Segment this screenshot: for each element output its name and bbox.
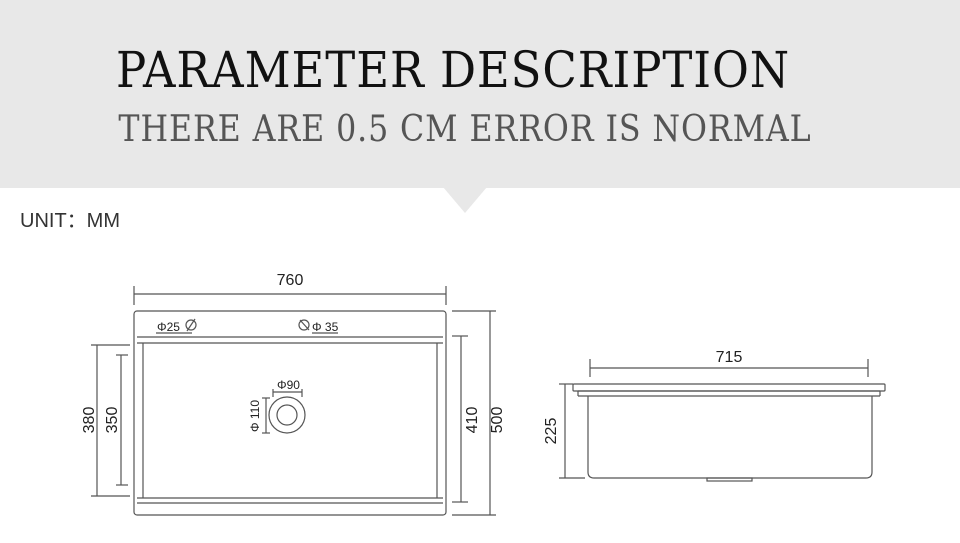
header-pointer: [443, 187, 487, 213]
accessory-hole-icon: [298, 319, 310, 331]
page-subtitle: THERE ARE 0.5 CM ERROR IS NORMAL: [118, 109, 812, 150]
tap-hole-label: Φ25: [157, 320, 180, 334]
page-title: PARAMETER DESCRIPTION: [115, 41, 791, 99]
drain-outer-circle: [268, 396, 306, 434]
sink-basin-side: [587, 396, 873, 479]
dim-225-label: 225: [543, 418, 560, 445]
dim-410-label: 410: [464, 407, 481, 434]
header-band: [0, 0, 960, 188]
sink-outline-top: [133, 310, 447, 516]
dim-500-label: 500: [489, 407, 506, 434]
dim-760-label: 760: [277, 272, 304, 289]
drain-inner-circle: [276, 404, 298, 426]
sink-flange-side: [572, 383, 886, 392]
drain-diameter-label: Φ90: [277, 378, 300, 392]
unit-label: UNIT：MM: [20, 210, 120, 232]
tap-hole-icon: [185, 319, 197, 331]
dim-380-label: 380: [81, 407, 98, 434]
dim-715-label: 715: [716, 349, 743, 366]
drain-outer-label: Φ 110: [248, 400, 262, 432]
accessory-hole-label: Φ 35: [312, 320, 339, 334]
dim-350-label: 350: [104, 407, 121, 434]
